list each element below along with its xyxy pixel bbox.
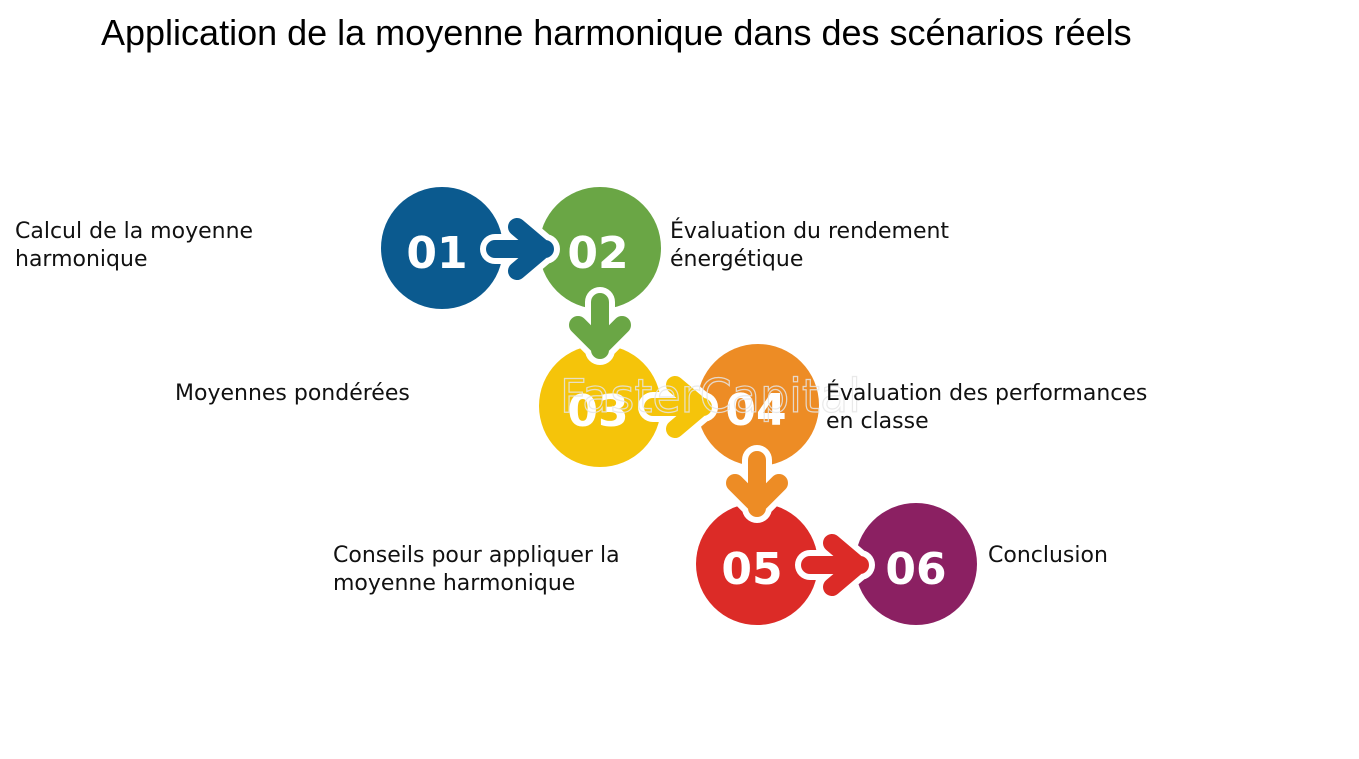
step-06-circle — [855, 503, 977, 625]
step-04-circle — [697, 344, 819, 466]
arrow-right-icon — [638, 370, 718, 444]
step-01-circle — [381, 187, 503, 309]
step-01-label: Calcul de la moyenne harmonique — [15, 218, 253, 274]
step-05-label-line1: Conseils pour appliquer la — [333, 543, 620, 568]
step-03-number: 03 — [567, 386, 628, 437]
step-06-label-line1: Conclusion — [988, 543, 1108, 568]
step-04-label-line1: Évaluation des performances — [826, 381, 1148, 406]
step-05-label-line2: moyenne harmonique — [333, 571, 576, 596]
step-03-label-line1: Moyennes pondérées — [175, 381, 410, 406]
step-05-label: Conseils pour appliquer la moyenne harmo… — [333, 542, 620, 598]
step-02-label-line2: énergétique — [670, 247, 804, 272]
step-05-number: 05 — [721, 544, 782, 595]
arrow-right-icon — [480, 212, 560, 286]
arrow-down-icon — [563, 287, 637, 365]
step-02-label: Évaluation du rendement énergétique — [670, 218, 949, 274]
step-04-number: 04 — [725, 385, 786, 436]
step-01-number: 01 — [406, 228, 467, 279]
step-01-label-line1: Calcul de la moyenne — [15, 219, 254, 244]
step-05-circle — [696, 503, 818, 625]
page-title: Application de la moyenne harmonique dan… — [101, 12, 1132, 53]
arrow-right-icon — [795, 528, 875, 602]
step-04-label-line2: en classe — [826, 409, 929, 434]
step-04-label: Évaluation des performances en classe — [826, 380, 1147, 436]
arrow-down-icon — [720, 445, 794, 523]
step-06-number: 06 — [885, 544, 946, 595]
watermark: FasterCapital — [560, 369, 861, 423]
step-02-label-line1: Évaluation du rendement — [670, 219, 950, 244]
step-01-label-line2: harmonique — [15, 247, 148, 272]
step-06-label: Conclusion — [988, 542, 1108, 570]
step-02-number: 02 — [567, 228, 628, 279]
step-02-circle — [539, 187, 661, 309]
step-03-label: Moyennes pondérées — [175, 380, 410, 408]
step-03-circle — [539, 345, 661, 467]
